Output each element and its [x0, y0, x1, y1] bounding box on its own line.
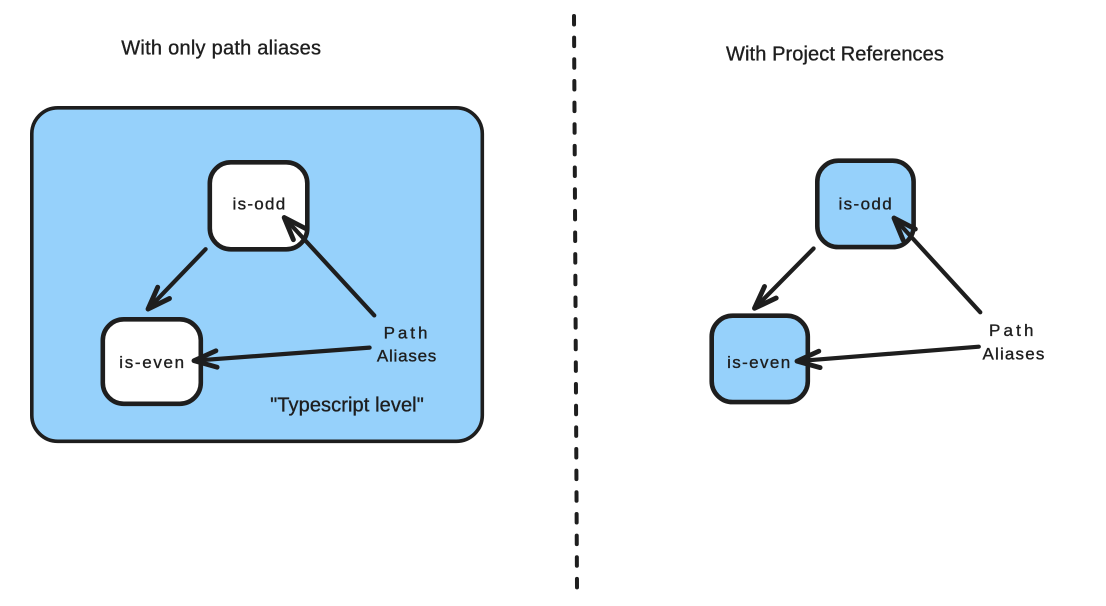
svg-text:Path: Path	[384, 324, 431, 343]
svg-text:Aliases: Aliases	[983, 345, 1046, 364]
svg-text:Path: Path	[989, 321, 1037, 340]
svg-text:With only path aliases: With only path aliases	[121, 38, 321, 60]
svg-text:is-odd: is-odd	[839, 195, 894, 214]
svg-text:is-even: is-even	[727, 353, 791, 372]
svg-text:is-odd: is-odd	[233, 195, 287, 214]
svg-text:is-even: is-even	[119, 353, 186, 372]
svg-text:With Project References: With Project References	[726, 44, 944, 66]
svg-text:Aliases: Aliases	[377, 347, 437, 366]
svg-text:"Typescript level": "Typescript level"	[270, 395, 424, 417]
